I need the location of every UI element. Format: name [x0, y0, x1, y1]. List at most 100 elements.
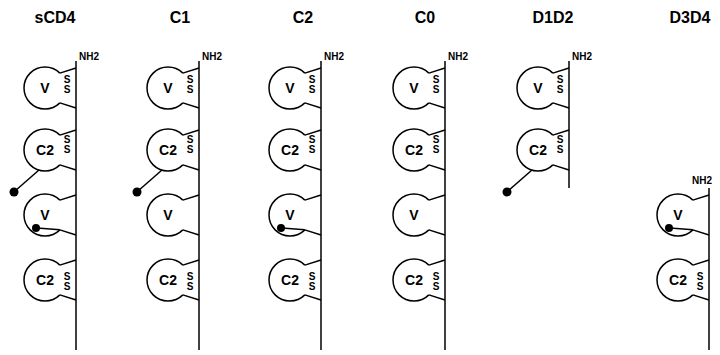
domain-join [305, 130, 321, 170]
domain-outline [391, 192, 447, 238]
chain-end [568, 61, 570, 65]
chain-link [198, 238, 200, 257]
disulfide-label: S S [63, 272, 71, 292]
chain-link [75, 238, 77, 257]
terminus-label: NH2 [572, 52, 592, 62]
domain-join [60, 195, 76, 235]
domain-join [60, 260, 76, 300]
domain-label: V [517, 65, 559, 111]
chain-link [198, 173, 200, 192]
domain-join [429, 68, 445, 108]
glycan-stalk [282, 228, 305, 230]
terminus-label: NH2 [692, 176, 712, 186]
domain-join [183, 68, 199, 108]
glycan-dot [10, 188, 19, 197]
domain-label: C2 [657, 257, 699, 303]
chain-segment [75, 127, 77, 173]
domain-loop: V [267, 192, 323, 238]
domain-label: V [24, 192, 66, 238]
chain-segment [198, 127, 200, 173]
domain-join [429, 260, 445, 300]
chain-segment [568, 65, 570, 111]
chain-segment [320, 257, 322, 303]
chain-link [320, 111, 322, 127]
chain-link [444, 173, 446, 192]
glycan-dot [665, 224, 673, 232]
domain-join [183, 260, 199, 300]
disulfide-label: S S [556, 75, 564, 95]
chain-segment [444, 192, 446, 238]
disulfide-label: S S [63, 135, 71, 155]
terminus-label: NH2 [448, 52, 468, 62]
domain-join [553, 68, 569, 108]
terminus-label: NH2 [202, 52, 222, 62]
glycan-stalk [138, 170, 162, 191]
domain-label: C2 [393, 257, 435, 303]
chain-link [708, 238, 710, 257]
chain-segment [568, 127, 570, 173]
column-title: C2 [293, 10, 313, 26]
domain-loop: V [655, 192, 711, 238]
domain-label: V [393, 192, 435, 238]
disulfide-label: S S [432, 135, 440, 155]
chain-segment [75, 192, 77, 238]
chain-segment [444, 65, 446, 111]
chain-link [444, 111, 446, 127]
domain-join [183, 130, 199, 170]
disulfide-label: S S [308, 272, 316, 292]
chain-segment [198, 65, 200, 111]
domain-label: V [657, 192, 699, 238]
column-title: sCD4 [35, 10, 76, 26]
domain-label: C2 [24, 257, 66, 303]
chain-segment [320, 127, 322, 173]
domain-label: C2 [147, 257, 189, 303]
domain-label: V [24, 65, 66, 111]
glycan-dot [133, 188, 142, 197]
domain-label: C2 [147, 127, 189, 173]
chain-link [444, 238, 446, 257]
column-title: C1 [170, 10, 190, 26]
column-title: D3D4 [670, 10, 711, 26]
chain-link [320, 238, 322, 257]
domain-outline [22, 192, 78, 238]
disulfide-label: S S [696, 272, 704, 292]
domain-label: C2 [269, 257, 311, 303]
chain-segment [320, 65, 322, 111]
column-title: D1D2 [533, 10, 574, 26]
disulfide-label: S S [432, 272, 440, 292]
domain-outline [655, 192, 711, 238]
disulfide-label: S S [186, 272, 194, 292]
domain-label: C2 [517, 127, 559, 173]
glycan-stalk [508, 170, 532, 191]
domain-label: V [393, 65, 435, 111]
disulfide-label: S S [308, 135, 316, 155]
domain-loop: V [145, 192, 201, 238]
domain-join [305, 260, 321, 300]
chain-end [75, 303, 77, 350]
domain-join [693, 195, 709, 235]
chain-segment [75, 257, 77, 303]
domain-label: V [147, 192, 189, 238]
glycan-stalk [37, 228, 60, 230]
chain-segment [198, 192, 200, 238]
chain-end [320, 303, 322, 350]
chain-end [568, 173, 570, 188]
domain-join [305, 68, 321, 108]
glycan-stalk [670, 228, 693, 230]
chain-end [198, 303, 200, 350]
disulfide-label: S S [186, 135, 194, 155]
disulfide-label: S S [63, 75, 71, 95]
chain-segment [708, 257, 710, 303]
domain-loop: V [391, 192, 447, 238]
domain-outline [145, 192, 201, 238]
domain-join [60, 68, 76, 108]
domain-label: V [147, 65, 189, 111]
domain-join [429, 195, 445, 235]
glycan-dot [32, 224, 40, 232]
glycan-stalk [15, 170, 39, 191]
domain-join [693, 260, 709, 300]
domain-label: C2 [24, 127, 66, 173]
chain-end [198, 61, 200, 65]
